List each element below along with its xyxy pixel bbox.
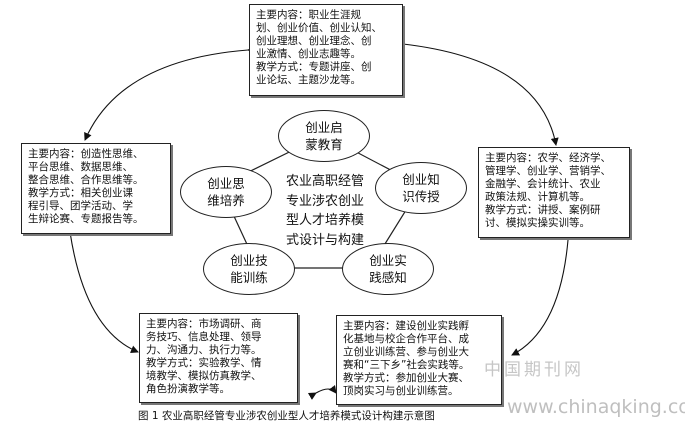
box-text-line: 主要内容：建设创业实践孵 bbox=[343, 320, 469, 332]
ellipse-text-line: 能训练 bbox=[230, 270, 268, 285]
box-text-line: 业激情、创业志趣等。 bbox=[256, 48, 361, 60]
box-text-line: 管理学、创业学、营销学、 bbox=[485, 165, 611, 177]
box-text-line: 金融学、会计统计、农业 bbox=[485, 178, 601, 190]
box-text-line: 主要内容：市场调研、商 bbox=[146, 318, 262, 330]
ellipse-text-line: 蒙教育 bbox=[305, 137, 343, 152]
box-text-line: 力、沟通力、执行力等。 bbox=[146, 344, 262, 356]
box-text-line: 教学方式：相关创业课 bbox=[28, 187, 133, 199]
box-enlightenment-content: 主要内容：职业生涯规 划、创业价值、创业认知、 创业理想、创业理念、创 业激情、… bbox=[249, 4, 403, 96]
box-text-line: 平台思维、数据思维、 bbox=[28, 161, 133, 173]
ellipse-text-line: 维培养 bbox=[207, 193, 245, 208]
ellipse-entrepreneurial-thinking: 创业思维培养 bbox=[180, 166, 272, 218]
ellipse-text-line: 创业思 bbox=[207, 176, 245, 191]
ellipse-text-line: 创业实 bbox=[369, 253, 407, 268]
box-text-line: 政策法规、计算机等。 bbox=[485, 191, 590, 203]
box-text-line: 教学方式：讲授、案例研 bbox=[485, 204, 601, 216]
box-text-line: 务技巧、信息处理、领导 bbox=[146, 331, 262, 343]
box-text-line: 境教学、模拟仿真教学、 bbox=[146, 370, 262, 382]
box-knowledge-content: 主要内容：农学、经济学、 管理学、创业学、营销学、 金融学、会计统计、农业 政策… bbox=[478, 147, 630, 238]
box-text-line: 顶岗实习与创业训练营。 bbox=[343, 385, 459, 397]
center-title: 农业高职经管 专业涉农创业 型人才培养模 式设计与构建 bbox=[272, 172, 378, 250]
ellipse-skill-training: 创业技能训练 bbox=[203, 243, 295, 295]
box-text-line: 主要内容：创造性思维、 bbox=[28, 148, 144, 160]
box-skill-content: 主要内容：市场调研、商 务技巧、信息处理、领导 力、沟通力、执行力等。 教学方式… bbox=[139, 313, 298, 403]
box-thinking-content: 主要内容：创造性思维、 平台思维、数据思维、 整合思维、合作思维等。 教学方式：… bbox=[21, 143, 171, 234]
ellipse-text-line: 创业启 bbox=[305, 120, 343, 135]
box-text-line: 主要内容：农学、经济学、 bbox=[485, 152, 611, 164]
box-practice-content: 主要内容：建设创业实践孵 化基地与校企合作平台、成 立创业训练营、参与创业大 赛… bbox=[336, 315, 502, 405]
arrow-left-to-bottomleft bbox=[64, 224, 139, 354]
box-text-line: 程引导、团学活动、学 bbox=[28, 200, 133, 212]
figure-caption: 图 1 农业高职经管专业涉农创业型人才培养模式设计构建示意图 bbox=[138, 410, 435, 422]
box-text-line: 创业理想、创业理念、创 bbox=[256, 35, 372, 47]
box-text-line: 整合思维、合作思维等。 bbox=[28, 174, 144, 186]
ellipse-text-line: 践感知 bbox=[369, 270, 407, 285]
center-title-line: 型人才培养模 bbox=[285, 213, 364, 228]
center-title-line: 式设计与构建 bbox=[285, 232, 364, 248]
ellipse-text-line: 创业技 bbox=[230, 253, 268, 268]
watermark-cn: 中国期刊网 bbox=[484, 360, 584, 380]
ellipse-text-line: 创业知 bbox=[402, 172, 440, 187]
box-text-line: 划、创业价值、创业认知、 bbox=[256, 22, 382, 34]
box-text-line: 主要内容：职业生涯规 bbox=[256, 9, 361, 21]
center-title-line: 专业涉农创业 bbox=[285, 193, 364, 209]
arrow-top-to-left bbox=[84, 45, 256, 141]
ellipse-text-line: 识传授 bbox=[402, 189, 440, 204]
box-text-line: 角色扮演教学等。 bbox=[146, 383, 230, 395]
box-text-line: 业论坛、主题沙龙等。 bbox=[256, 74, 361, 86]
box-text-line: 化基地与校企合作平台、成 bbox=[343, 333, 469, 345]
arrow-bottom-boxes bbox=[307, 385, 337, 400]
ellipse-entrepreneurship-enlightenment: 创业启蒙教育 bbox=[278, 110, 370, 162]
box-text-line: 讨、模拟实操实训等。 bbox=[485, 217, 590, 229]
box-text-line: 生辩论赛、专题报告等。 bbox=[28, 213, 144, 225]
watermark-url: www.chinaqking.com bbox=[507, 396, 685, 418]
box-text-line: 教学方式：参加创业大赛、 bbox=[343, 372, 469, 384]
center-title-line: 农业高职经管 bbox=[285, 174, 364, 189]
arrow-top-to-right bbox=[395, 39, 559, 146]
arrow-right-to-bottomright bbox=[511, 232, 573, 356]
ellipse-knowledge-transfer: 创业知识传授 bbox=[375, 162, 467, 214]
ellipse-practice-perception: 创业实践感知 bbox=[342, 243, 434, 295]
box-text-line: 教学方式：实验教学、情 bbox=[146, 357, 262, 369]
box-text-line: 立创业训练营、参与创业大 bbox=[343, 346, 469, 358]
box-text-line: 赛和“三下乡”社会实践等。 bbox=[343, 359, 470, 371]
box-text-line: 教学方式：专题讲座、创 bbox=[256, 61, 372, 73]
